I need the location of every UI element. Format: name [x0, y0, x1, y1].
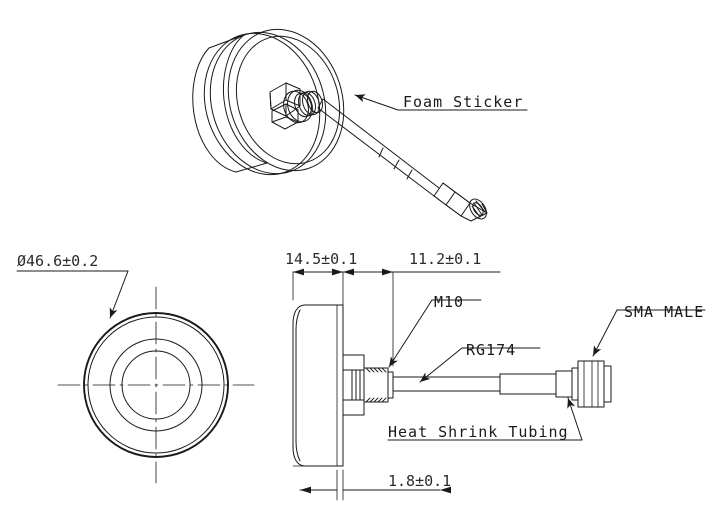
dimension-thread-gap: 1.8±0.1	[388, 472, 452, 490]
label-heat-shrink-tubing: Heat Shrink Tubing	[388, 423, 569, 441]
label-sma-male: SMA MALE	[624, 303, 705, 321]
dimension-body-depth: 14.5±0.1	[285, 250, 358, 268]
front-view	[16, 270, 255, 484]
label-foam-sticker: Foam Sticker	[403, 93, 524, 111]
dimension-stem-length: 11.2±0.1	[409, 250, 482, 268]
side-view	[292, 268, 706, 501]
dimension-diameter: Ø46.6±0.2	[17, 252, 99, 270]
isometric-view	[192, 28, 528, 222]
label-m10: M10	[434, 293, 465, 311]
label-rg174: RG174	[466, 341, 517, 359]
